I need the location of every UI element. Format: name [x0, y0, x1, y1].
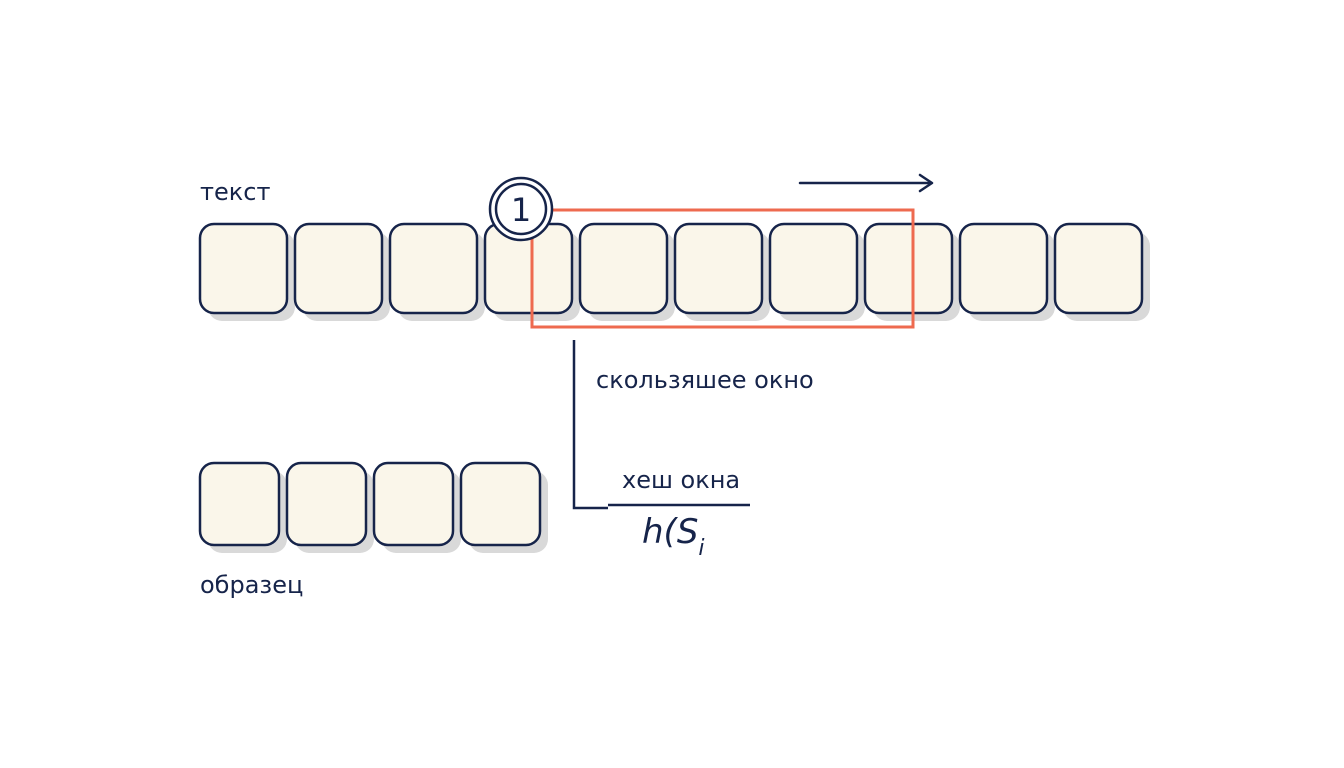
- text-cell-5: [578, 222, 675, 321]
- hash-subscript: i: [698, 535, 705, 561]
- hash-func: h(S: [642, 512, 699, 552]
- text-cell-box: [578, 222, 669, 315]
- text-cell-box: [1053, 222, 1144, 315]
- text-cell-box: [293, 222, 384, 315]
- window-hash-label: хеш окна: [622, 466, 741, 494]
- pattern-row-label: образец: [200, 571, 304, 599]
- text-cell-box: [673, 222, 764, 315]
- pattern-row: [198, 461, 548, 553]
- text-cell-2: [293, 222, 390, 321]
- text-cell-box: [198, 222, 289, 315]
- pattern-cell-4: [459, 461, 548, 553]
- pattern-cell-box: [459, 461, 542, 547]
- pattern-cell-box: [198, 461, 281, 547]
- hash-formula: h(Si: [642, 512, 705, 561]
- pattern-cell-box: [372, 461, 455, 547]
- sliding-window-frame: [530, 208, 915, 329]
- pattern-cell-1: [198, 461, 287, 553]
- text-cell-9: [958, 222, 1055, 321]
- window-leader-line: [572, 340, 608, 510]
- text-cell-box: [863, 222, 954, 315]
- direction-arrow: [798, 173, 934, 193]
- text-cell-7: [768, 222, 865, 321]
- sliding-window-label: скользяшее окно: [596, 366, 814, 394]
- pattern-cell-box: [285, 461, 368, 547]
- text-cell-1: [198, 222, 295, 321]
- text-cell-8: [863, 222, 960, 321]
- text-row: [198, 222, 1150, 321]
- text-cell-box: [958, 222, 1049, 315]
- text-cell-6: [673, 222, 770, 321]
- pattern-cell-3: [372, 461, 461, 553]
- text-cell-3: [388, 222, 485, 321]
- text-cell-box: [388, 222, 479, 315]
- pattern-cell-2: [285, 461, 374, 553]
- step-badge: 1: [488, 176, 554, 242]
- step-badge-number: 1: [511, 191, 531, 229]
- text-row-label: текст: [200, 178, 271, 206]
- text-cell-box: [768, 222, 859, 315]
- text-cell-10: [1053, 222, 1150, 321]
